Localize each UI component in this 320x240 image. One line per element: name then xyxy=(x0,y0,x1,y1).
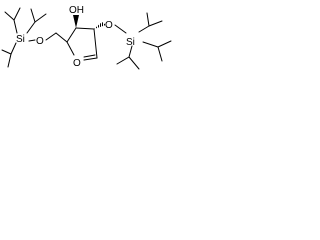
bond xyxy=(34,13,47,23)
bond xyxy=(75,27,95,30)
bond xyxy=(45,32,57,41)
bond xyxy=(1,49,12,55)
si-atom-left: Si xyxy=(16,34,25,45)
bond xyxy=(28,39,36,42)
bond xyxy=(142,41,159,48)
bond xyxy=(13,7,21,21)
bond xyxy=(157,40,172,48)
wedge-bond xyxy=(73,15,79,28)
bond xyxy=(26,21,36,34)
bond xyxy=(128,56,140,70)
bond xyxy=(66,27,77,43)
bond xyxy=(4,11,15,21)
bond xyxy=(114,24,127,34)
bond xyxy=(146,12,150,27)
structure-canvas: Si O OH O O Si xyxy=(0,0,186,76)
left-tips-group xyxy=(1,7,57,68)
bond xyxy=(148,20,163,27)
bond xyxy=(10,42,17,55)
molecule-structure: Si O OH O O Si xyxy=(1,5,172,70)
bond xyxy=(30,8,36,23)
bond xyxy=(116,56,130,65)
si-atom-right: Si xyxy=(126,37,135,48)
oxygen-atom-left: O xyxy=(36,36,44,47)
bond xyxy=(157,46,163,62)
bond xyxy=(66,41,75,56)
bond xyxy=(13,19,18,34)
bond xyxy=(128,45,133,58)
bond xyxy=(83,57,98,61)
ring-oxygen-atom: O xyxy=(73,58,81,69)
bond xyxy=(7,53,12,68)
hydroxyl-group: OH xyxy=(69,5,84,16)
bond xyxy=(83,54,96,58)
bond xyxy=(93,28,98,59)
bond xyxy=(138,25,150,33)
hashed-bond xyxy=(94,22,106,29)
oxygen-atom-right: O xyxy=(105,20,113,31)
glucal-ring xyxy=(55,27,98,61)
bond xyxy=(55,32,68,43)
right-tips-group xyxy=(114,12,172,70)
